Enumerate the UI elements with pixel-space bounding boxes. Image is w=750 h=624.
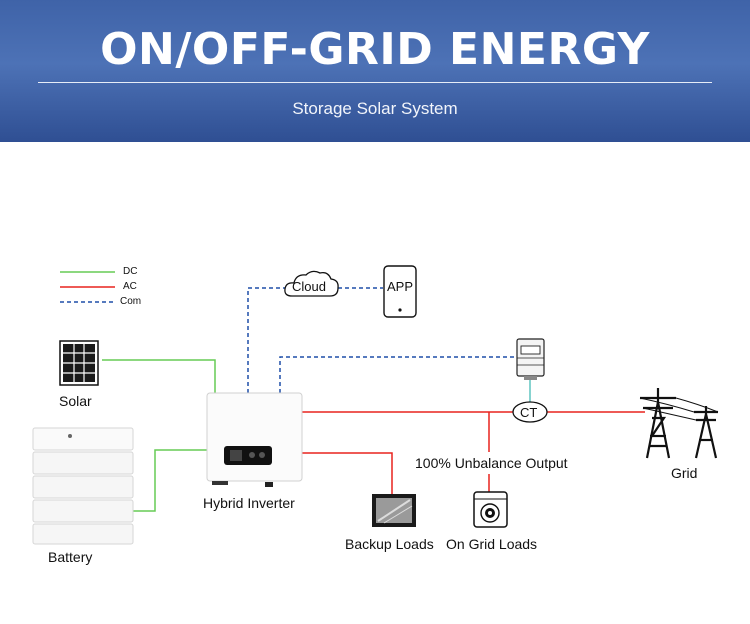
smart-meter-icon [516, 338, 545, 380]
battery-label: Battery [48, 549, 93, 565]
battery-stack-icon [32, 427, 134, 545]
backup-loads-label: Backup Loads [345, 536, 434, 552]
legend-com-label: Com [120, 296, 142, 307]
cloud-label: Cloud [292, 279, 326, 294]
grid-label: Grid [671, 465, 698, 481]
dc-line-solar [102, 359, 216, 393]
solar-panel-icon [59, 340, 99, 386]
legend-dc-label: DC [123, 266, 138, 277]
on-grid-loads-icon [473, 491, 508, 528]
inverter-label: Hybrid Inverter [203, 495, 295, 511]
grid-towers-icon [639, 388, 719, 459]
com-line-meter [279, 356, 516, 393]
page-subtitle: Storage Solar System [292, 99, 458, 118]
dc-line-battery [133, 449, 215, 512]
header-banner: ON/OFF-GRID ENERGY Storage Solar System [0, 0, 750, 142]
page-title: ON/OFF-GRID ENERGY [100, 24, 650, 75]
system-diagram [32, 265, 719, 545]
on-grid-loads-label: On Grid Loads [446, 536, 538, 552]
app-phone-icon [383, 265, 417, 318]
app-label: APP [387, 279, 414, 294]
backup-loads-icon [372, 494, 416, 527]
ct-label: CT [520, 405, 538, 420]
ac-line-backup [302, 452, 393, 494]
cloud-icon [284, 270, 339, 297]
title-divider [38, 82, 712, 83]
ct-sensor-icon [512, 401, 548, 423]
legend-ac-label: AC [123, 281, 137, 292]
solar-label: Solar [59, 393, 92, 409]
com-line-cloud [247, 287, 286, 393]
unbalance-output-label: 100% Unbalance Output [415, 455, 568, 471]
hybrid-inverter-icon [206, 392, 303, 487]
